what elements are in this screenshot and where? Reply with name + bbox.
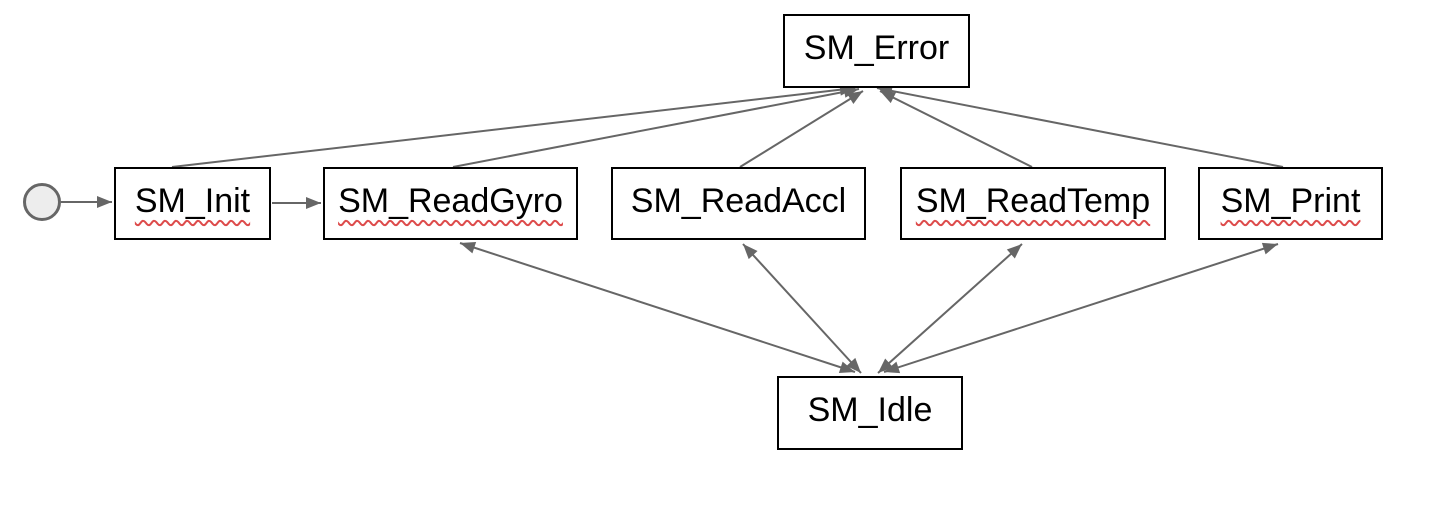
readtemp-to-error-arrowhead [880, 91, 897, 104]
edge-readaccl-to-error[interactable] [739, 90, 864, 168]
state-label: SM_Init [134, 181, 251, 220]
edge-readtemp-to-error[interactable] [879, 90, 1033, 168]
readgyro-to-error-arrowhead [843, 85, 859, 98]
edge-readgyro-idle[interactable] [459, 242, 856, 373]
readtemp-idle-arrowhead [1006, 244, 1022, 259]
state-label: SM_Idle [807, 391, 933, 429]
state-sm-readgyro[interactable]: SM_ReadGyro [323, 167, 578, 240]
edge-readaccl-idle[interactable] [742, 243, 862, 374]
edge-readtemp-idle[interactable] [877, 243, 1023, 374]
state-label: SM_Print [1220, 181, 1361, 220]
readaccl-to-error-arrowhead [847, 91, 863, 104]
readaccl-idle-arrowhead [743, 244, 758, 260]
print-idle-arrowhead [1261, 242, 1278, 255]
readtemp-idle-arrowhead [878, 358, 894, 373]
state-sm-readaccl[interactable]: SM_ReadAccl [611, 167, 866, 240]
state-label: SM_ReadTemp [915, 181, 1151, 220]
init-to-readgyro-arrowhead [306, 197, 321, 209]
edge-init-to-error[interactable] [171, 87, 856, 168]
initial-state-marker[interactable] [23, 183, 61, 221]
edge-readgyro-to-error[interactable] [452, 88, 860, 168]
print-idle-arrowhead [884, 361, 901, 374]
readgyro-idle-arrowhead [838, 361, 855, 374]
edge-print-idle[interactable] [883, 243, 1279, 373]
state-sm-idle[interactable]: SM_Idle [777, 376, 963, 450]
state-label: SM_ReadAccl [630, 181, 847, 220]
state-sm-error[interactable]: SM_Error [783, 14, 970, 88]
edge-print-to-error[interactable] [876, 87, 1284, 168]
readgyro-idle-arrowhead [460, 241, 477, 254]
readaccl-idle-arrowhead [846, 357, 861, 373]
start-to-init-arrowhead [97, 196, 112, 208]
state-label: SM_ReadGyro [338, 181, 563, 220]
state-label: SM_Error [803, 29, 950, 67]
state-sm-readtemp[interactable]: SM_ReadTemp [900, 167, 1166, 240]
state-sm-init[interactable]: SM_Init [114, 167, 271, 240]
state-sm-print[interactable]: SM_Print [1198, 167, 1383, 240]
